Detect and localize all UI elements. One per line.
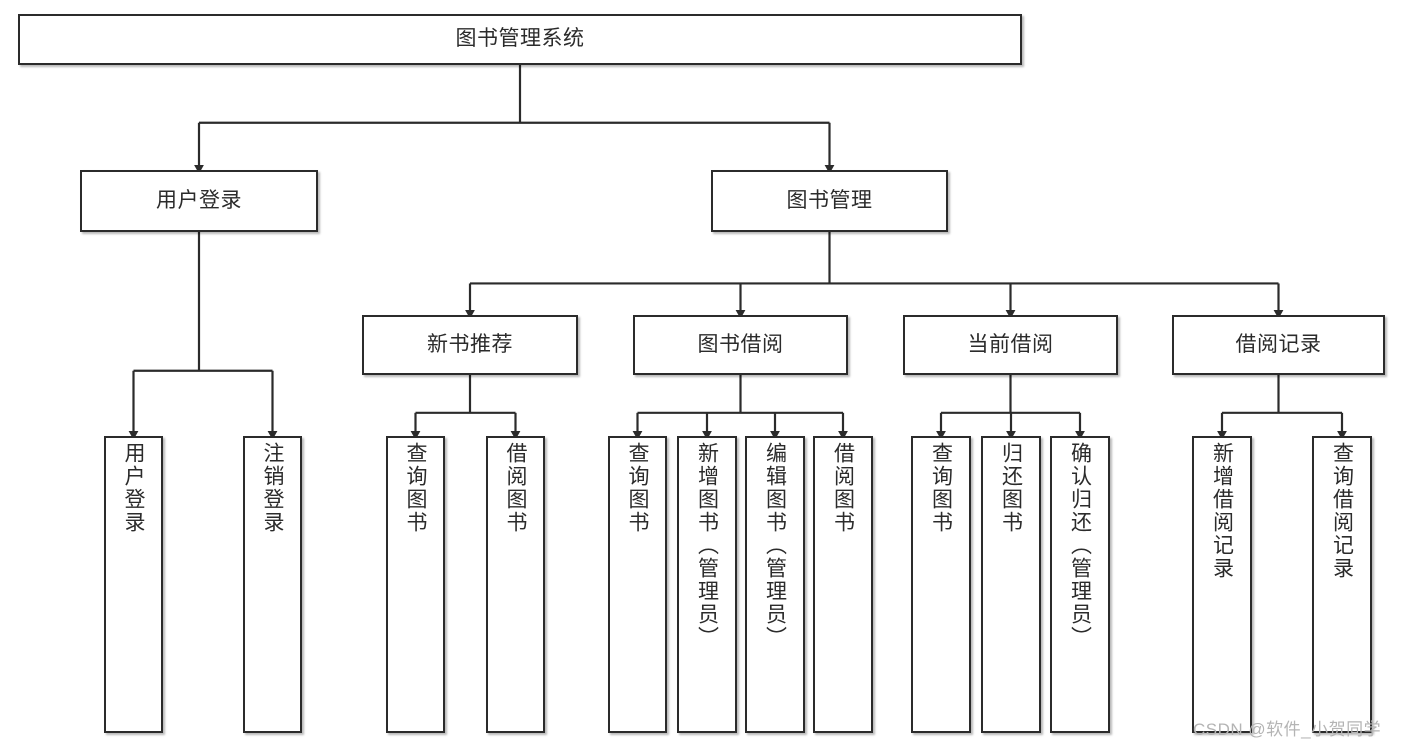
node-l-return[interactable]: 归还图书 xyxy=(981,436,1041,733)
node-records[interactable]: 借阅记录 xyxy=(1172,315,1385,375)
node-label: 确认归还（管理员） xyxy=(1068,442,1092,649)
node-label: 查询借阅记录 xyxy=(1330,442,1354,580)
node-l-add[interactable]: 新增图书（管理员） xyxy=(677,436,737,733)
node-label: 查询图书 xyxy=(929,442,953,534)
node-newbook[interactable]: 新书推荐 xyxy=(362,315,578,375)
node-l-addrec[interactable]: 新增借阅记录 xyxy=(1192,436,1252,733)
node-l-borrow2[interactable]: 借阅图书 xyxy=(813,436,873,733)
node-label: 借阅图书 xyxy=(504,442,527,534)
node-label: 查询图书 xyxy=(626,442,649,534)
node-l-queryrec[interactable]: 查询借阅记录 xyxy=(1312,436,1372,733)
node-label: 图书借阅 xyxy=(697,332,784,356)
node-l-logout[interactable]: 注销登录 xyxy=(243,436,302,733)
node-current[interactable]: 当前借阅 xyxy=(903,315,1118,375)
node-label: 用户登录 xyxy=(156,188,242,212)
node-label: 图书管理 xyxy=(786,188,873,212)
node-label: 新增借阅记录 xyxy=(1210,442,1234,580)
node-label: 借阅图书 xyxy=(831,442,855,534)
node-label: 归还图书 xyxy=(999,442,1023,534)
node-label: 新增图书（管理员） xyxy=(695,442,719,649)
node-bookmgmt[interactable]: 图书管理 xyxy=(711,170,948,232)
node-l-login[interactable]: 用户登录 xyxy=(104,436,163,733)
node-borrow[interactable]: 图书借阅 xyxy=(633,315,848,375)
node-root[interactable]: 图书管理系统 xyxy=(18,14,1022,65)
node-l-confirm[interactable]: 确认归还（管理员） xyxy=(1050,436,1110,733)
node-l-borrow1[interactable]: 借阅图书 xyxy=(486,436,545,733)
node-l-query2[interactable]: 查询图书 xyxy=(608,436,667,733)
node-label: 借阅记录 xyxy=(1235,332,1322,356)
node-l-query3[interactable]: 查询图书 xyxy=(911,436,971,733)
csdn-watermark: CSDN @软件_小贺同学 xyxy=(1193,720,1382,739)
node-label: 注销登录 xyxy=(261,442,284,534)
node-login[interactable]: 用户登录 xyxy=(80,170,318,232)
node-label: 编辑图书（管理员） xyxy=(763,442,787,649)
node-label: 查询图书 xyxy=(404,442,427,534)
node-label: 当前借阅 xyxy=(967,332,1054,356)
node-label: 用户登录 xyxy=(122,442,145,534)
node-label: 图书管理系统 xyxy=(455,27,585,51)
node-label: 新书推荐 xyxy=(427,332,513,356)
node-l-query1[interactable]: 查询图书 xyxy=(386,436,445,733)
node-l-edit[interactable]: 编辑图书（管理员） xyxy=(745,436,805,733)
